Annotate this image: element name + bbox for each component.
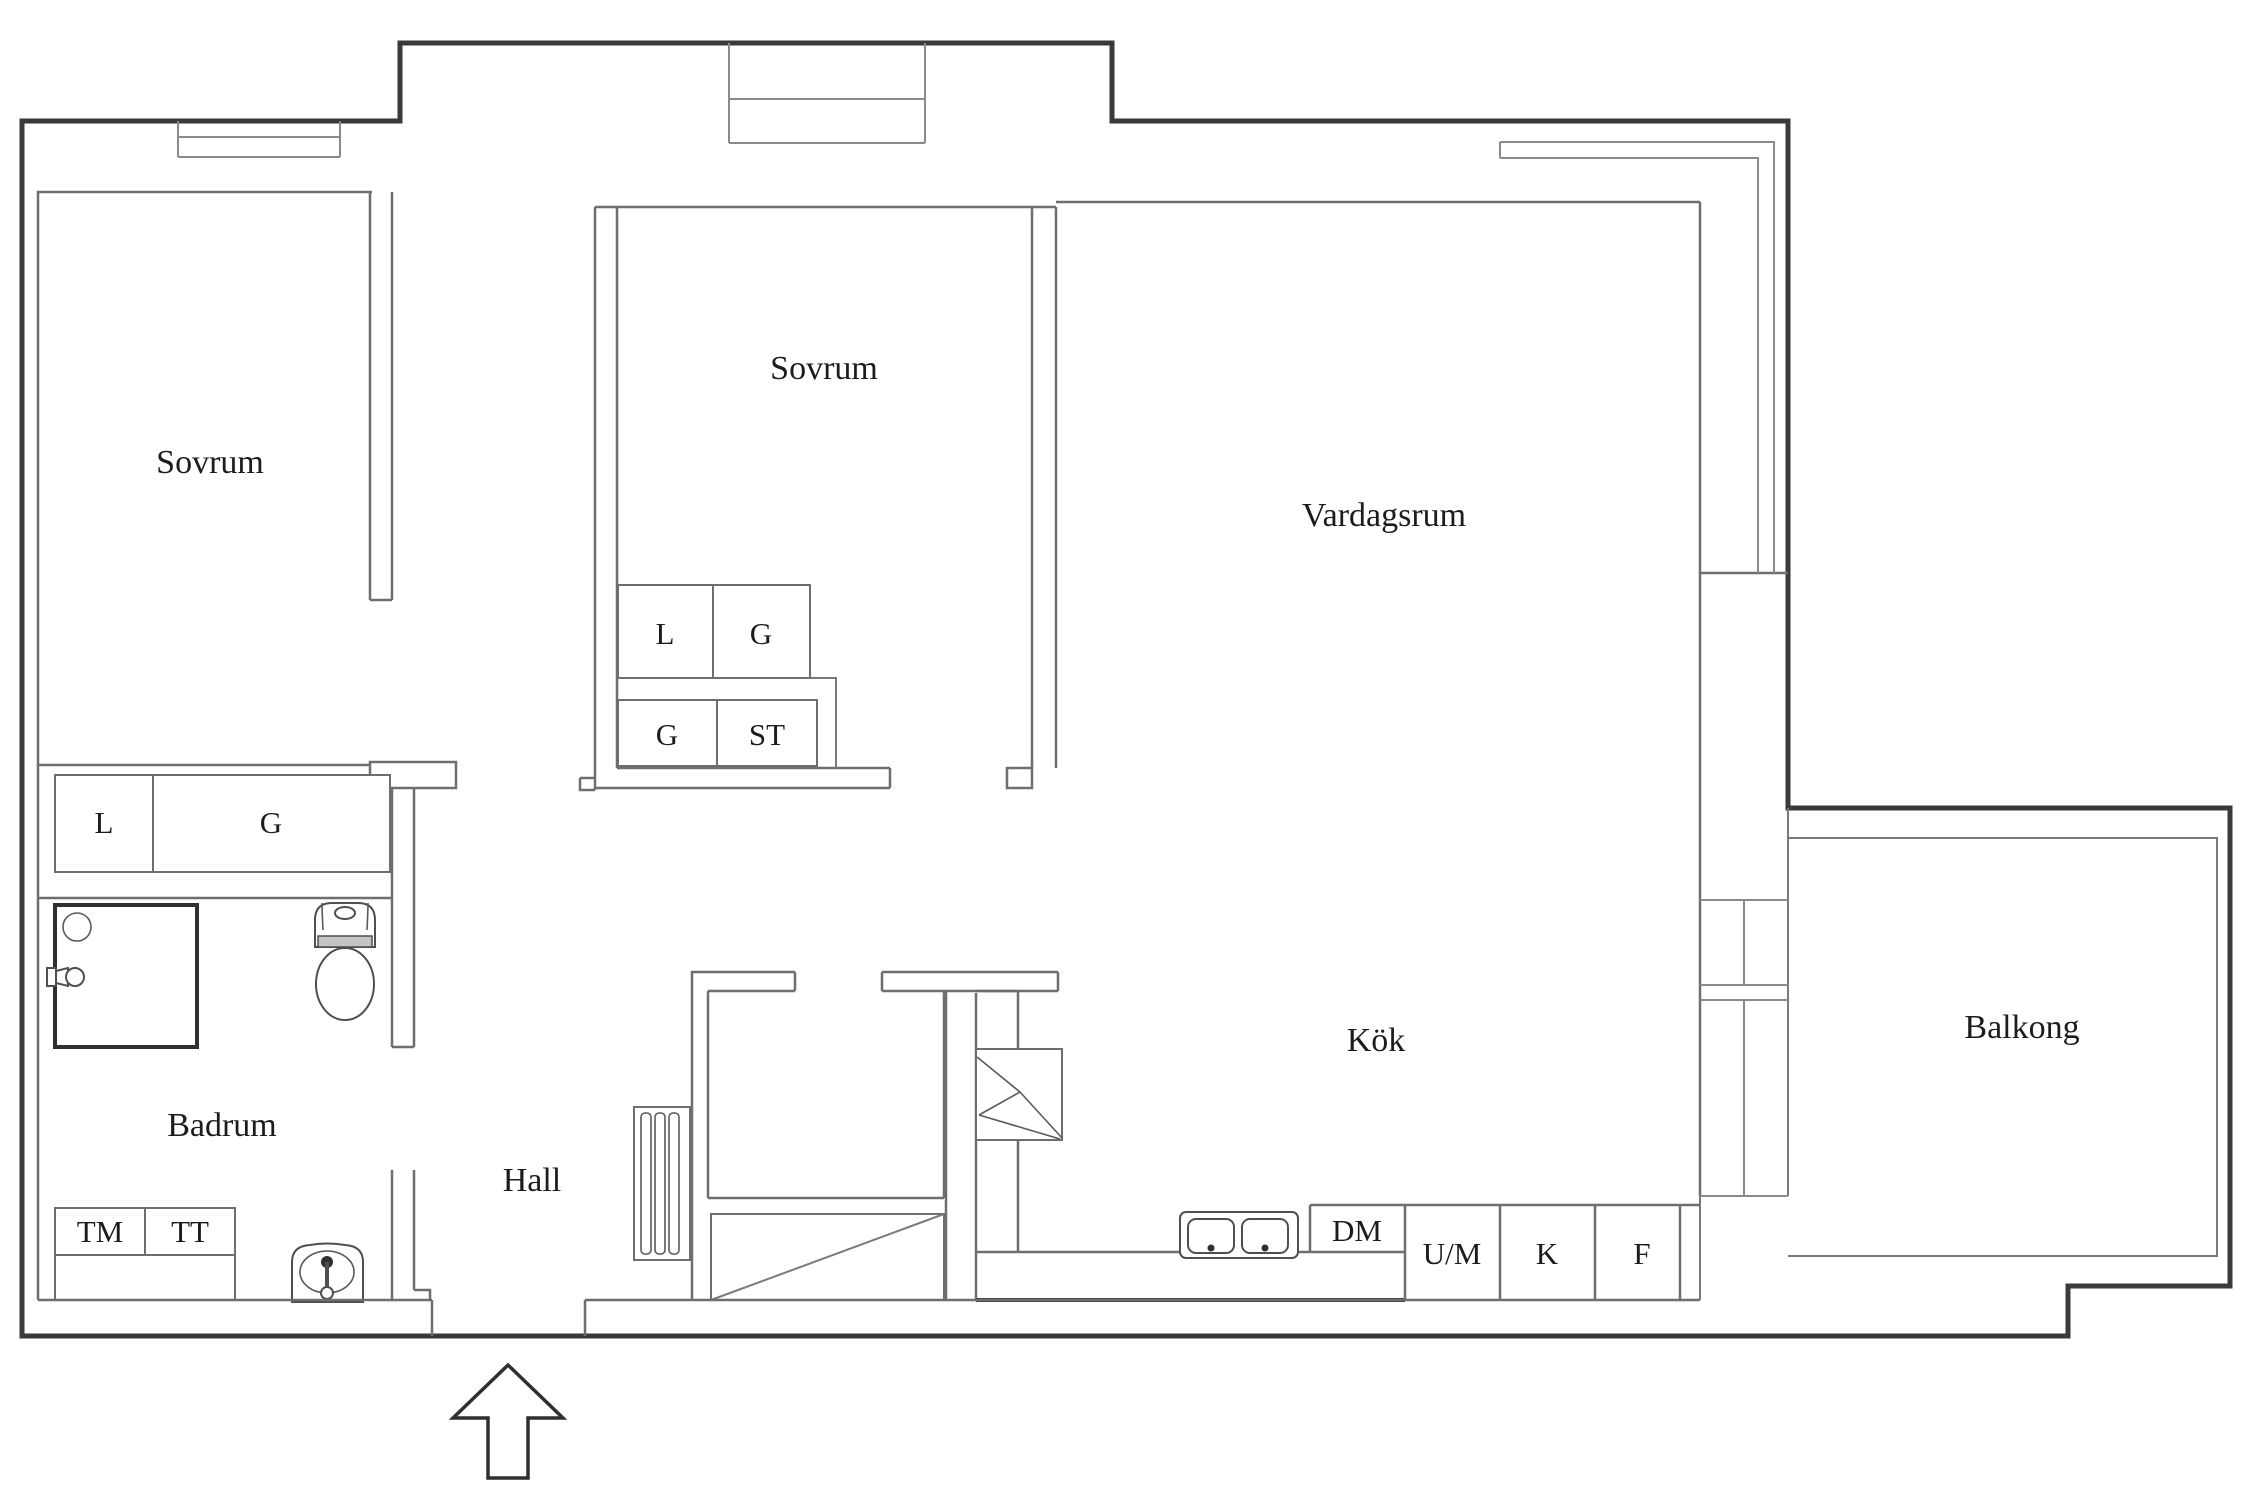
shower-handle-icon [55, 966, 69, 988]
closet-side-wall [810, 677, 837, 768]
niche-walls [690, 970, 1060, 1300]
bedroom2-left-wall [578, 207, 619, 792]
room-label-balkong: Balkong [1964, 1009, 2079, 1046]
stove [975, 1048, 1063, 1141]
shower-valve [46, 967, 57, 987]
sink-drain-icon [1207, 1244, 1215, 1252]
shower-knob-icon [65, 967, 85, 987]
bathroom-walls [38, 788, 432, 1300]
bedroom1-closets: L G [54, 774, 391, 873]
bedroom2-walls [578, 205, 1058, 792]
closet-label-g: G [656, 717, 678, 752]
laundry-unit: TM TT [54, 1207, 236, 1301]
bedroom1-right-wall-upper [368, 192, 394, 602]
label-um: U/M [1423, 1236, 1482, 1271]
toilet-bowl [315, 947, 375, 1021]
bedroom1-closet-box [54, 774, 391, 873]
kitchen-window-frames [1700, 899, 1788, 1197]
radiator [633, 1106, 691, 1261]
sink-basin-left [1187, 1218, 1235, 1254]
toilet-button-icon [334, 906, 356, 920]
room-label-hall: Hall [503, 1162, 562, 1199]
sink-drain-icon [1261, 1244, 1269, 1252]
closet-label-g: G [260, 805, 282, 840]
radiator-fin [654, 1112, 666, 1255]
room-label-vardagsrum: Vardagsrum [1302, 497, 1466, 534]
balcony-inner-rail [1788, 837, 2218, 1257]
kitchen-divider-wall [944, 991, 978, 1300]
bedroom2-bottom-wall [595, 766, 892, 790]
room-label-badrum: Badrum [167, 1107, 277, 1144]
wardrobe-diagonal [710, 1213, 945, 1301]
radiator-fin [640, 1112, 652, 1255]
label-tm: TM [77, 1214, 124, 1249]
corner-window [1499, 141, 1775, 573]
bedroom1-window [177, 121, 341, 158]
niche-inner-box [708, 991, 946, 1200]
laundry-bench [54, 1254, 236, 1301]
radiator-fin [668, 1112, 680, 1255]
toilet [314, 902, 376, 1021]
bedroom2-closets-row2: G ST [617, 699, 818, 767]
kitchen-appliance-row: DM U/M K F [1308, 1203, 1700, 1300]
toilet-seat-hinge [317, 935, 373, 948]
room-label-kok: Kök [1347, 1022, 1406, 1059]
washbasin [291, 1242, 364, 1303]
kitchen-sink [1179, 1211, 1299, 1259]
shower [46, 903, 199, 1049]
kitchen-windows [1698, 573, 1789, 1300]
shower-drain-icon [62, 912, 92, 942]
hall-wardrobe [710, 1213, 945, 1301]
closet-label-l: L [95, 805, 114, 840]
radiator-frame [633, 1106, 691, 1261]
closet-label-g: G [750, 616, 772, 651]
toilet-tank-detail [321, 902, 369, 931]
bathroom-right-wall [390, 788, 432, 1300]
hall: Hall [503, 970, 1060, 1301]
kitchen: DM U/M K F Kök [944, 989, 1700, 1302]
label-k: K [1536, 1236, 1559, 1271]
bedroom1-inner-walls [36, 190, 372, 1300]
sink-basin-right [1241, 1218, 1289, 1254]
balcony: Balkong [1788, 837, 2218, 1257]
label-f: F [1633, 1236, 1650, 1271]
closet-label-st: ST [749, 717, 785, 752]
stove-box [975, 1048, 1063, 1141]
appliance-row-lines [1308, 1203, 1700, 1300]
stove-fold-mark [976, 1056, 1063, 1140]
label-dm: DM [1332, 1213, 1382, 1248]
room-label-sovrum-left: Sovrum [156, 444, 264, 481]
kitchen-counter-edge [976, 989, 1020, 1252]
label-tt: TT [171, 1214, 209, 1249]
bedroom2-right-wall [1030, 207, 1058, 768]
outer-walls [19, 40, 2233, 1339]
exterior-wall-outline [19, 40, 2233, 1339]
room-label-sovrum-middle: Sovrum [770, 350, 878, 387]
entrance-arrow-icon [448, 1362, 568, 1480]
bottom-wall-inner-face [38, 1298, 1700, 1336]
faucet-knob [320, 1286, 334, 1300]
bottom-wall [38, 1298, 1700, 1336]
bedroom2-window [728, 43, 926, 144]
hall-closet-niche [690, 970, 1060, 1301]
bedroom2-door-jamb [1005, 766, 1034, 790]
closet-label-l: L [656, 616, 675, 651]
bedroom2-closets-row1: L G [617, 584, 837, 768]
entrance-arrow [448, 1362, 568, 1480]
